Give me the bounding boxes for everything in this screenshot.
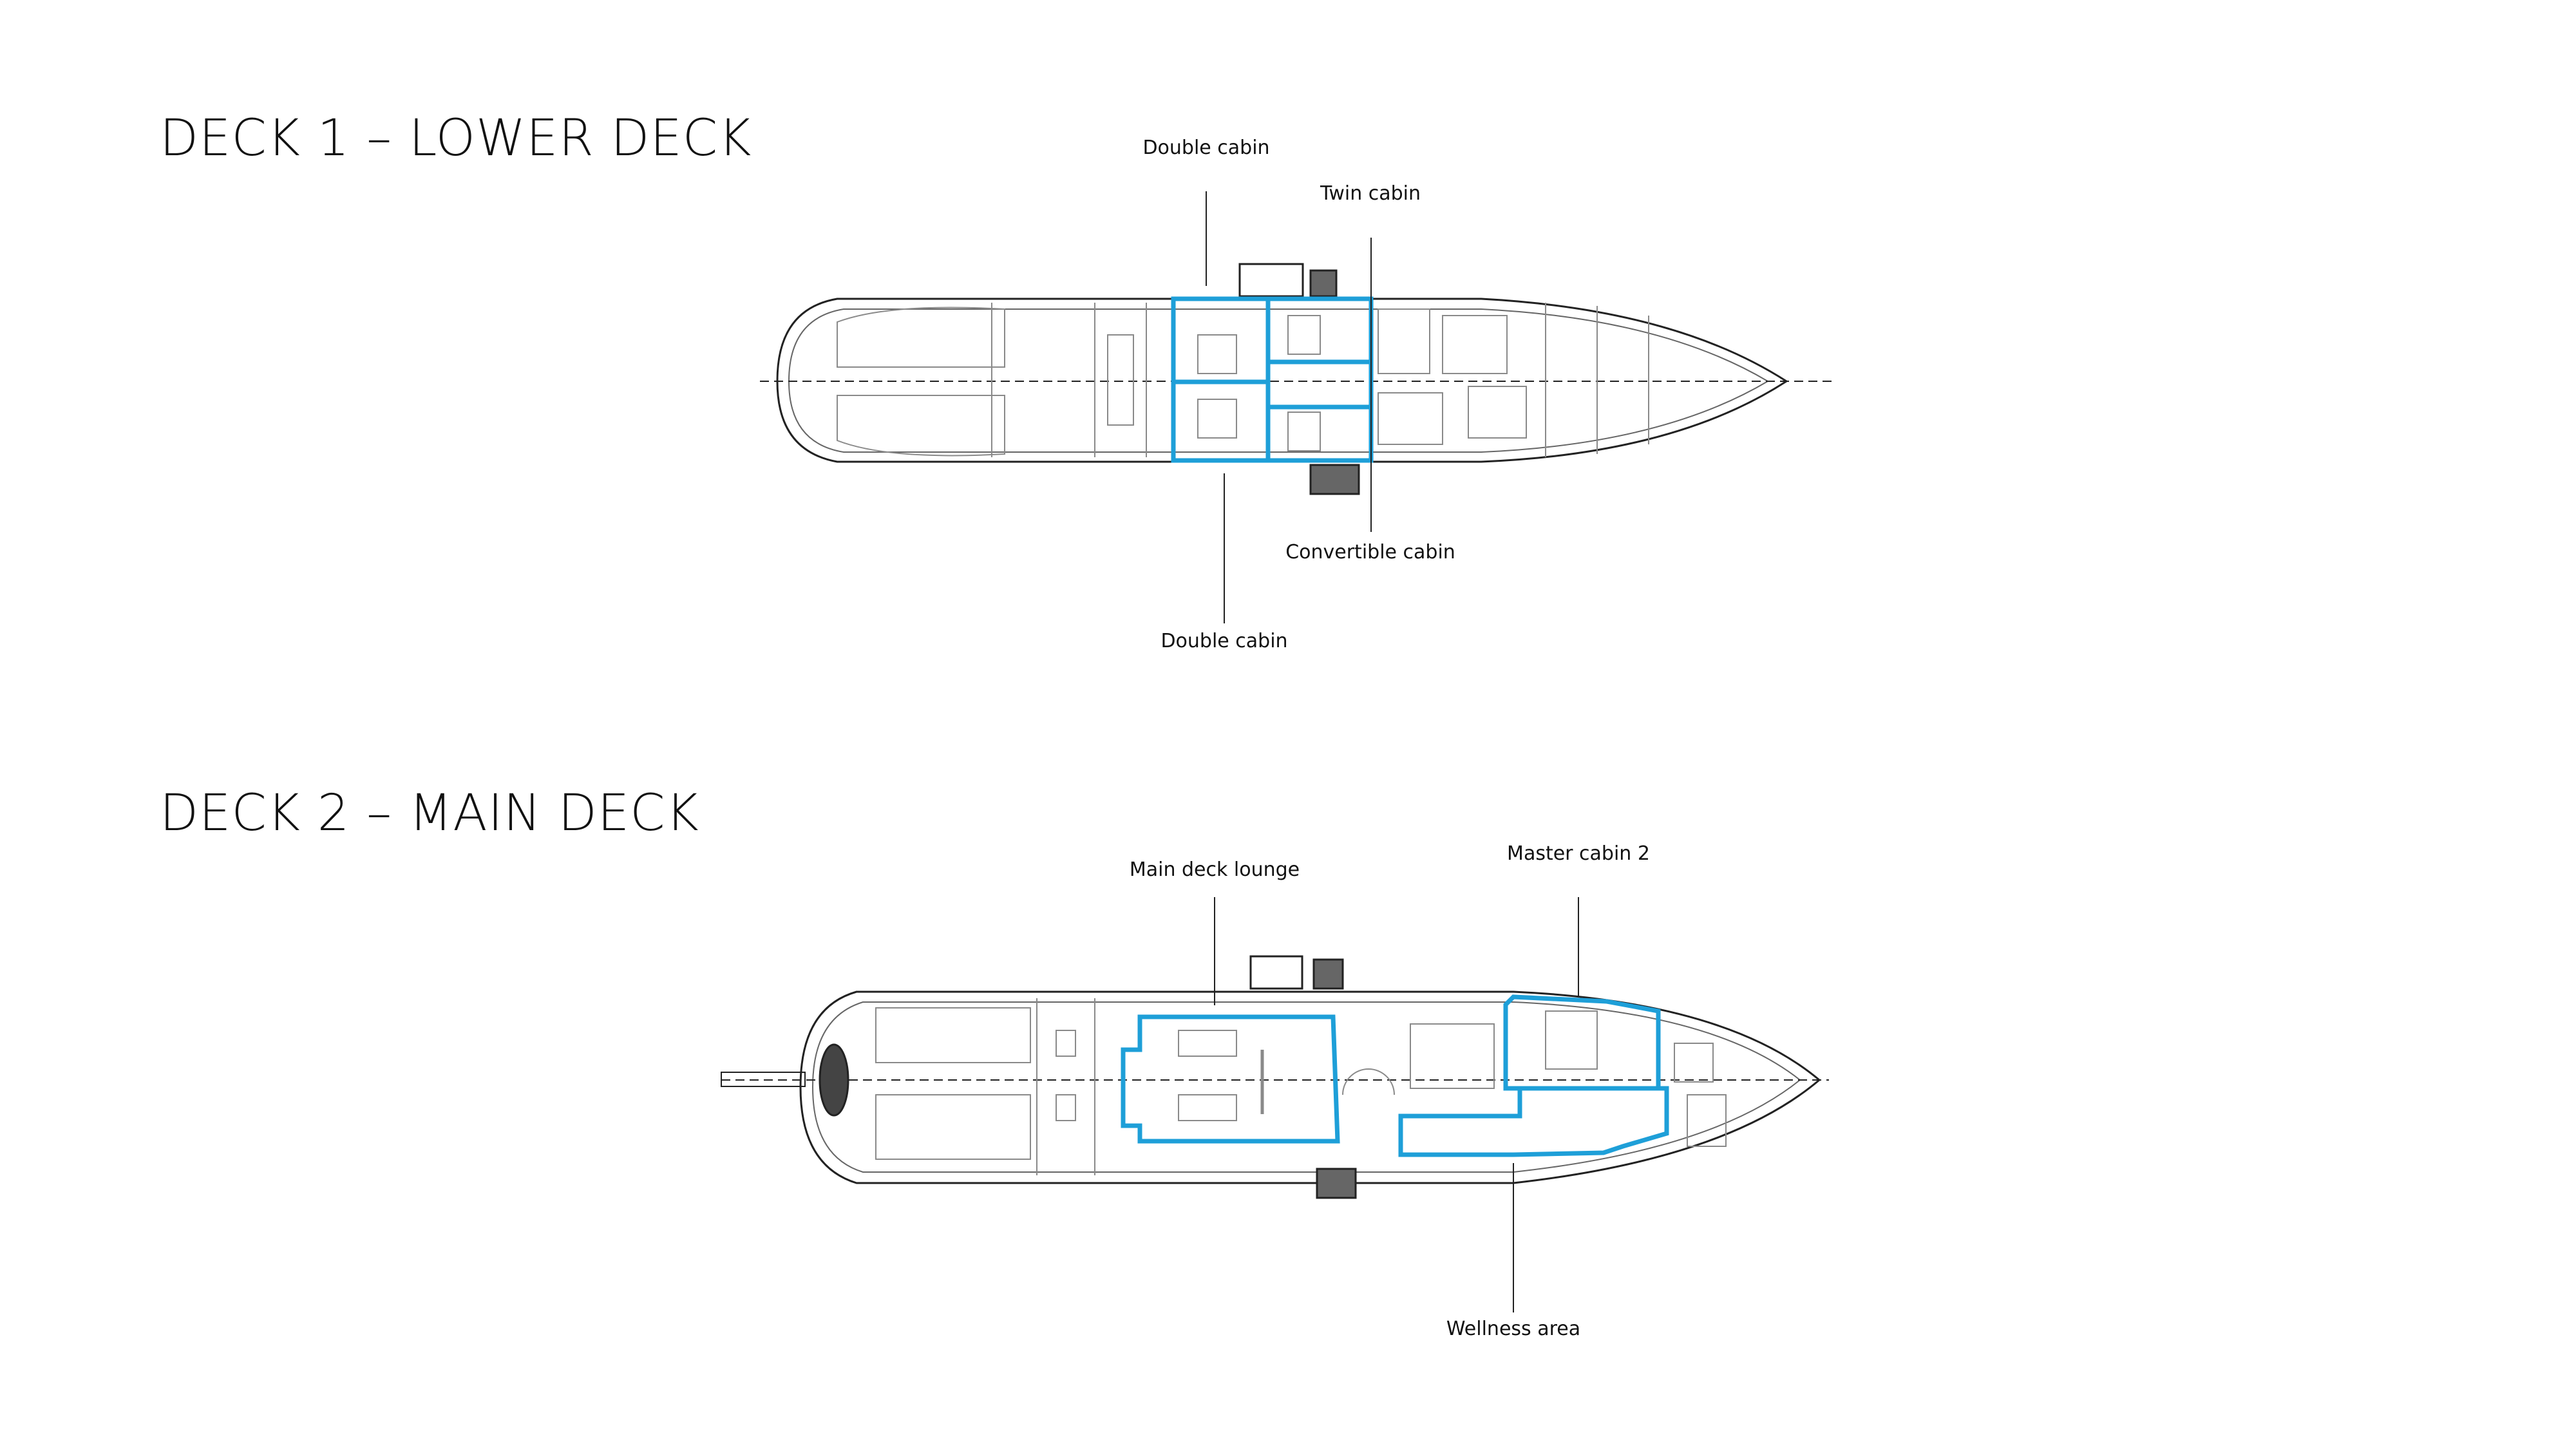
deck1-cabin-highlights xyxy=(1171,296,1374,463)
deck1-boarding-platform xyxy=(1238,263,1304,298)
lounge-highlight xyxy=(1121,1014,1340,1144)
deck2-ladder-bottom xyxy=(1316,1168,1357,1199)
deck2-passerelle xyxy=(721,1072,806,1087)
deck1-ladder-bottom xyxy=(1309,464,1360,495)
deck1-plan xyxy=(760,191,1836,623)
deck2-ladder-top xyxy=(1312,958,1344,990)
deck1-title: DECK 1 – LOWER DECK xyxy=(160,109,752,167)
deck2-label-main-deck-lounge: Main deck lounge xyxy=(1129,858,1300,881)
deck1-hull-outline xyxy=(776,298,1788,463)
deck2-room-highlights xyxy=(1121,994,1669,1157)
wellness-highlight xyxy=(1398,1086,1669,1157)
deck1-label-twin-cabin: Twin cabin xyxy=(1320,182,1421,205)
deck2-boarding-platform xyxy=(1249,955,1303,990)
deck2-leader-lines xyxy=(1214,897,1579,1312)
deck2-title: DECK 2 – MAIN DECK xyxy=(160,784,699,842)
deck1-label-convertible-cabin: Convertible cabin xyxy=(1285,541,1455,564)
deck2-hull-inner xyxy=(811,1001,1801,1173)
deck2-label-master-cabin-2: Master cabin 2 xyxy=(1507,842,1650,865)
deck2-interior-detail xyxy=(875,998,1727,1175)
deck2-plan xyxy=(721,897,1829,1312)
deck2-stern-hatch xyxy=(819,1043,849,1117)
master-cabin-highlight xyxy=(1503,994,1661,1091)
deck1-leader-lines xyxy=(1206,191,1372,623)
deck2-hull-outline xyxy=(799,990,1821,1184)
deck1-interior-detail xyxy=(837,303,1649,457)
deck2-label-wellness-area: Wellness area xyxy=(1446,1318,1581,1340)
deck1-label-double-cabin-bottom: Double cabin xyxy=(1160,630,1288,652)
deck1-label-double-cabin-top: Double cabin xyxy=(1142,137,1270,159)
deck1-ladder-top xyxy=(1309,269,1338,298)
deck1-hull-inner xyxy=(788,308,1769,453)
